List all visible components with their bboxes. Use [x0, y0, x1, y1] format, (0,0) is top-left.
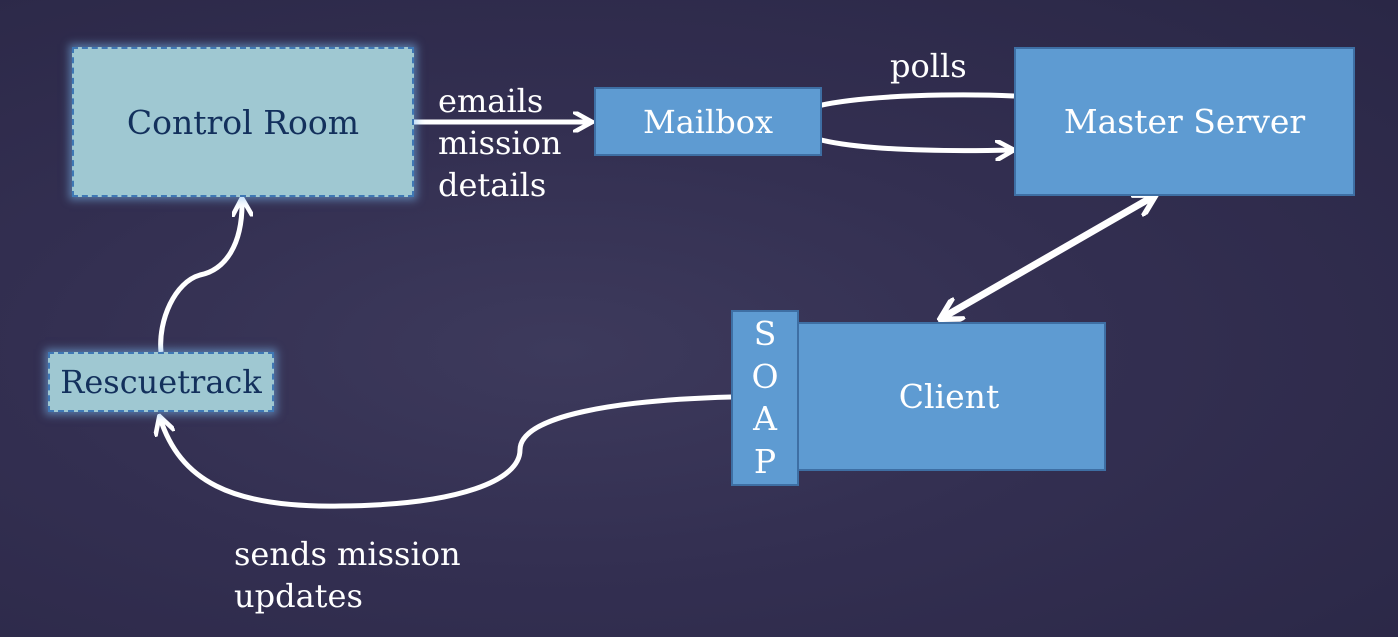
soap-letter: O	[751, 356, 779, 396]
master-server-node: Master Server	[1014, 47, 1355, 196]
client-label: Client	[898, 377, 1000, 416]
sends-mission-updates-label: sends mission updates	[234, 533, 461, 617]
control-room-node: Control Room	[72, 47, 414, 197]
arrow-master-server-client	[942, 196, 1154, 318]
edge-label-line: polls	[890, 47, 967, 85]
rescuetrack-node: Rescuetrack	[48, 352, 274, 412]
master-server-label: Master Server	[1063, 102, 1306, 141]
edge-label-line: emails	[438, 82, 544, 120]
soap-node: S O A P	[731, 310, 799, 486]
control-room-label: Control Room	[126, 102, 360, 142]
soap-letter: P	[753, 441, 777, 481]
client-node: Client	[792, 322, 1106, 471]
arrow-rescuetrack-to-control-room	[158, 200, 242, 353]
arrow-soap-to-rescuetrack	[160, 394, 732, 509]
polls-label: polls	[890, 45, 967, 87]
edge-label-line: sends mission	[234, 535, 461, 573]
edge-label-line: updates	[234, 577, 363, 615]
rescuetrack-label: Rescuetrack	[60, 363, 262, 401]
arrow-polls-loop	[789, 92, 1014, 151]
mailbox-label: Mailbox	[642, 102, 774, 141]
mailbox-node: Mailbox	[594, 87, 822, 156]
soap-letter: A	[753, 399, 777, 439]
edge-label-line: details	[438, 166, 547, 204]
soap-letter: S	[753, 314, 777, 353]
emails-mission-details-label: emails mission details	[438, 80, 562, 206]
edge-label-line: mission	[438, 124, 562, 162]
